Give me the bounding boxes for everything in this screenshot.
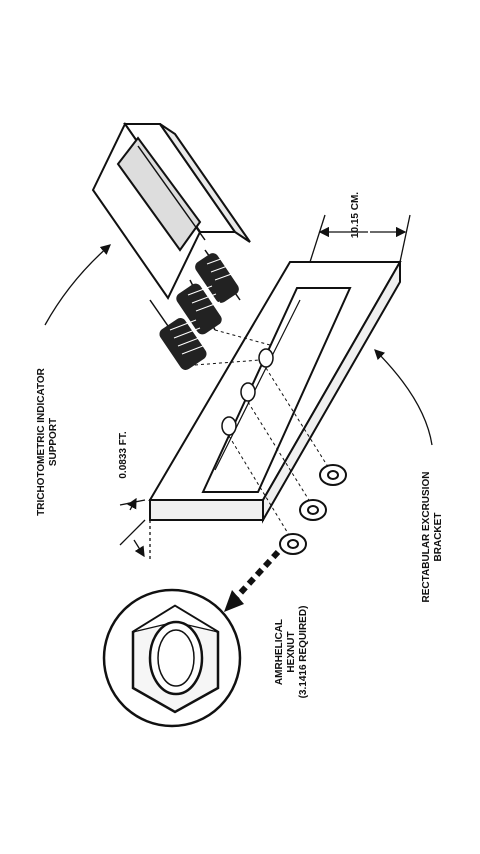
label-ft-text: 0.0833 FT.	[118, 431, 129, 479]
label-bracket-line1: RECTABULAR EXCRUSION	[421, 471, 432, 603]
label-trichotometric-support: TRICHOTOMETRIC INDICATOR SUPPORT	[36, 368, 60, 516]
leader-lines	[44, 244, 433, 446]
label-hexnut-line3: (3.1416 REQUIRED)	[298, 605, 309, 699]
rectangular-bracket	[148, 258, 402, 524]
label-dimension-cm: 10.15 CM.	[350, 192, 362, 238]
trichotometric-support	[91, 122, 251, 300]
label-trichotometric-line2: SUPPORT	[48, 417, 59, 467]
label-cm-text: 10.15 CM.	[350, 191, 361, 239]
guide-lines	[194, 329, 331, 541]
hexnut-pointer	[224, 549, 281, 612]
dimension-ft	[119, 497, 151, 560]
bracket-holes	[221, 348, 274, 436]
label-trichotometric-line1: TRICHOTOMETRIC INDICATOR	[36, 368, 47, 516]
dimension-cm	[309, 214, 411, 263]
label-hexnut: AMRHELICAL HEXNUT (3.1416 REQUIRED)	[274, 606, 310, 699]
label-hexnut-line2: HEXNUT	[286, 631, 297, 673]
label-dimension-ft: 0.0833 FT.	[118, 431, 130, 478]
label-bracket-line2: BRACKET	[433, 512, 444, 562]
washers	[279, 464, 347, 555]
label-hexnut-line1: AMRHELICAL	[274, 618, 285, 686]
label-rectangular-bracket: RECTABULAR EXCRUSION BRACKET	[421, 472, 445, 603]
hexnut-magnified	[102, 588, 242, 728]
